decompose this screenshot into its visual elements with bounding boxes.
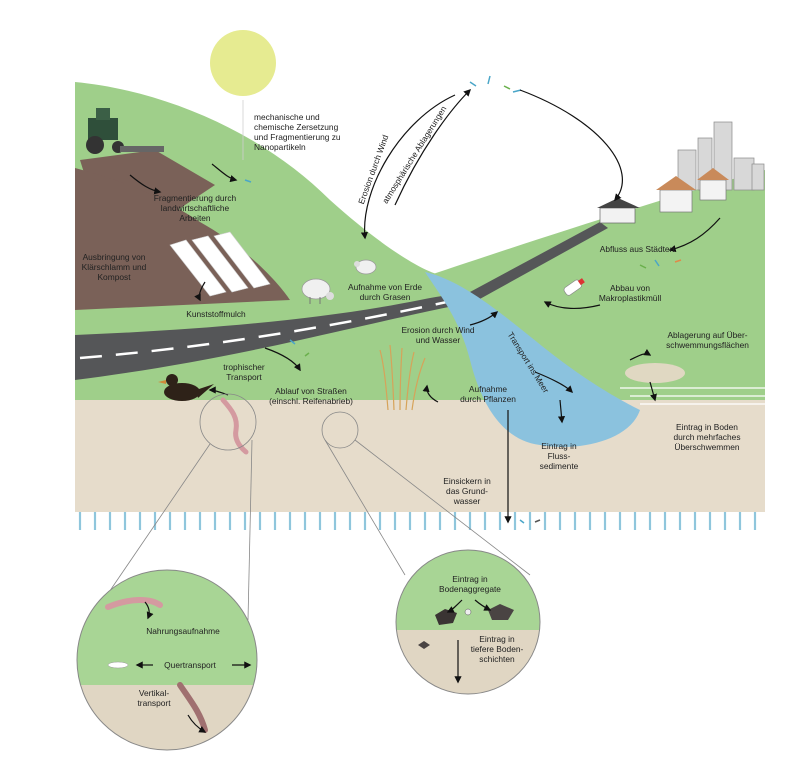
detail-circle-earthworm-border: [76, 569, 258, 751]
label-plastic-mulch: Kunststoffmulch: [186, 309, 246, 319]
label-mechanical-decomposition: mechanische und chemische Zersetzung und…: [254, 112, 341, 152]
label-road-runoff: Ablauf von Straßen (einschl. Reifenabrie…: [269, 386, 353, 406]
label-fragmentation: Fragmentierung durch landwirtschaftliche…: [153, 193, 237, 223]
label-vertical-transport: Vertikal- transport: [137, 688, 171, 708]
groundwater-band: [75, 512, 765, 530]
label-groundwater-infiltration: Einsickern in das Grund- wasser: [443, 476, 491, 506]
tractor-icon: [86, 108, 164, 154]
soil-layer: [75, 390, 765, 530]
zoom-guide-lines: [89, 393, 531, 621]
houses-icon: [656, 168, 729, 213]
road: [75, 292, 480, 380]
road-to-village: [470, 222, 608, 300]
river: [425, 272, 640, 447]
reed-plants-icon: [379, 344, 426, 411]
label-macroplastic-breakdown: Abbau von Makroplastikmüll: [598, 283, 662, 303]
city-icon: [677, 121, 765, 191]
process-arrows: [129, 88, 721, 524]
label-grazing: Aufnahme von Erde durch Grasen: [347, 282, 423, 302]
label-trophic-transport: trophischer Transport: [223, 362, 265, 382]
microplastic-particles: [244, 75, 682, 524]
plastic-bottle-icon: [563, 278, 585, 296]
label-food-intake: Nahrungsaufnahme: [146, 626, 220, 636]
label-urban-runoff: Abfluss aus Städten: [599, 244, 675, 254]
label-soil-repeated-flooding: Eintrag in Boden durch mehrfaches Übersc…: [673, 422, 741, 452]
detail-arrows-right: [446, 599, 492, 684]
label-floodplain-deposition: Ablagerung auf Über- schwemmungsflächen: [666, 330, 749, 350]
road-centerline: [79, 295, 471, 360]
groundwater-stripes: [78, 512, 757, 530]
sheep-icon: [354, 259, 377, 275]
floodplain-deposit: [625, 363, 685, 383]
label-erosion-wind-water: Erosion durch Wind und Wasser: [401, 325, 475, 345]
label-deeper-soil-layers: Eintrag in tiefere Boden- schichten: [470, 634, 524, 664]
sheep-icon: [301, 278, 334, 304]
label-soil-aggregates: Eintrag in Bodenaggregate: [439, 574, 501, 594]
label-cross-transport: Quertransport: [164, 660, 216, 670]
label-sludge-compost: Ausbringung von Klärschlamm und Kompost: [81, 252, 147, 282]
farmhouse-icon: [597, 198, 640, 224]
detail-circle-aggregates-border: [395, 549, 541, 695]
label-river-sediments: Eintrag in Fluss- sedimente: [539, 441, 579, 471]
sun-icon: [210, 30, 276, 96]
detail-circle-aggregates: [396, 550, 540, 694]
label-plant-uptake: Aufnahme durch Pflanzen: [460, 384, 516, 404]
bird-icon: [158, 374, 214, 401]
detail-arrows-left: [135, 601, 252, 733]
plastic-mulch-strips: [169, 231, 271, 297]
